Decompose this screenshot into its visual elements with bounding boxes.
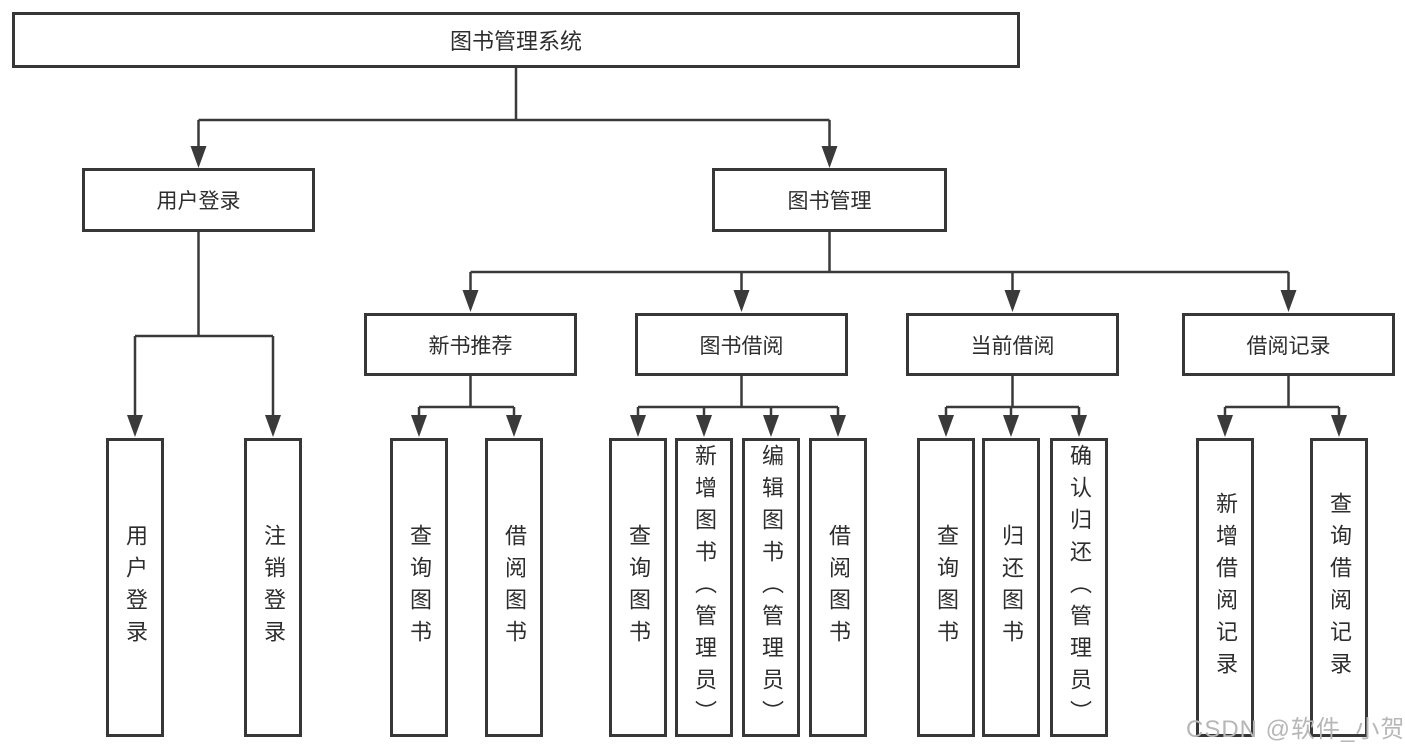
leaf-label: 用户登录 — [123, 523, 148, 652]
arrow-down-icon — [127, 415, 143, 437]
node-root-library-management-system: 图书管理系统 — [12, 12, 1020, 68]
connector-management-to-level3 — [469, 232, 1290, 293]
node-leaf-confirm-return-admin: 确认归还（管理员） — [1050, 438, 1108, 737]
arrow-down-icon — [1331, 415, 1347, 437]
arrow-down-icon — [1280, 290, 1297, 312]
node-borrowing-records: 借阅记录 — [1182, 313, 1395, 376]
arrow-down-icon — [830, 415, 846, 437]
leaf-label: 查询借阅记录 — [1327, 491, 1352, 684]
watermark: CSDN @软件_小贺同学 — [1186, 716, 1405, 743]
leaf-label: 借阅图书 — [826, 523, 851, 652]
node-user-login: 用户登录 — [82, 168, 315, 232]
leaf-label: 查询图书 — [407, 523, 432, 652]
arrow-down-icon — [1004, 290, 1021, 312]
arrow-down-icon — [190, 146, 207, 168]
arrow-down-icon — [821, 146, 838, 168]
node-current-borrowing: 当前借阅 — [906, 313, 1119, 376]
arrow-down-icon — [763, 415, 779, 437]
leaf-label: 查询图书 — [626, 523, 651, 652]
node-leaf-query-books-recommend: 查询图书 — [390, 438, 448, 737]
arrow-down-icon — [733, 290, 750, 312]
arrow-down-icon — [506, 415, 522, 437]
arrow-down-icon — [630, 415, 646, 437]
node-book-borrowing: 图书借阅 — [635, 313, 848, 376]
connector-records-to-leaves — [1223, 376, 1341, 417]
connector-login-to-leaves — [133, 232, 275, 417]
node-leaf-logout: 注销登录 — [244, 438, 302, 737]
leaf-label: 确认归还（管理员） — [1067, 443, 1092, 732]
connector-root-to-level2 — [197, 68, 831, 148]
leaf-label: 新增图书（管理员） — [692, 443, 717, 732]
leaf-label: 编辑图书（管理员） — [759, 443, 784, 732]
node-leaf-edit-books-admin: 编辑图书（管理员） — [742, 438, 800, 737]
node-leaf-add-borrow-record: 新增借阅记录 — [1196, 438, 1254, 737]
connector-borrow-to-leaves — [636, 376, 840, 417]
arrow-down-icon — [462, 290, 479, 312]
leaf-label: 新增借阅记录 — [1213, 491, 1238, 684]
connector-current-to-leaves — [944, 376, 1081, 417]
node-leaf-borrow-books: 借阅图书 — [809, 438, 867, 737]
node-new-book-recommend: 新书推荐 — [364, 313, 577, 376]
node-leaf-query-books-current: 查询图书 — [917, 438, 975, 737]
arrow-down-icon — [1217, 415, 1233, 437]
leaf-label: 归还图书 — [999, 523, 1024, 652]
leaf-label: 注销登录 — [261, 523, 286, 652]
arrow-down-icon — [1003, 415, 1019, 437]
leaf-label: 借阅图书 — [502, 523, 527, 652]
arrow-down-icon — [265, 415, 281, 437]
arrow-down-icon — [696, 415, 712, 437]
node-leaf-query-borrow-record: 查询借阅记录 — [1310, 438, 1368, 737]
connector-recommend-to-leaves — [417, 376, 516, 417]
leaf-label: 查询图书 — [934, 523, 959, 652]
arrow-down-icon — [411, 415, 427, 437]
node-leaf-user-login: 用户登录 — [106, 438, 164, 737]
node-book-management: 图书管理 — [712, 168, 947, 232]
node-leaf-return-books: 归还图书 — [982, 438, 1040, 737]
arrow-down-icon — [1071, 415, 1087, 437]
node-leaf-add-books-admin: 新增图书（管理员） — [675, 438, 733, 737]
arrow-down-icon — [938, 415, 954, 437]
node-leaf-borrow-books-recommend: 借阅图书 — [485, 438, 543, 737]
node-leaf-query-books-borrow: 查询图书 — [609, 438, 667, 737]
